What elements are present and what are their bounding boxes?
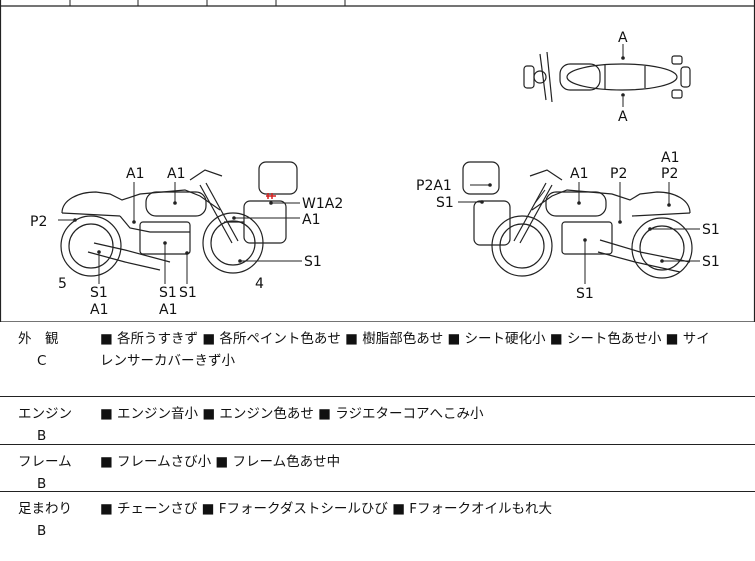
condition-text: ■ フレームさび小 ■ フレーム色あせ中 (100, 454, 341, 470)
condition-text: ■ エンジン音小 ■ エンジン色あせ ■ ラジエターコアへこみ小 (100, 406, 484, 422)
category-label: 外 観 (18, 331, 59, 347)
condition-row-engine: エンジン B ■ エンジン音小 ■ エンジン色あせ ■ ラジエターコアへこみ小 (0, 397, 755, 445)
label-left-engine2: S1 (179, 285, 197, 301)
condition-text: ■ チェーンさび ■ Fフォークダストシールひび ■ Fフォークオイルもれ大 (100, 501, 553, 517)
label-left-rear: P2 (30, 214, 47, 230)
grade-label: B (37, 476, 47, 492)
label-right-side: P2 (610, 166, 627, 182)
label-right-engine: S1 (576, 286, 594, 302)
label-left-muffler2: A1 (90, 302, 108, 318)
label-right-wheel: S1 (702, 254, 720, 270)
top-view-motorcycle (523, 51, 691, 103)
label-left-muffler: S1 (90, 285, 108, 301)
right-side-motorcycle (462, 161, 693, 279)
grade-label: B (37, 523, 47, 539)
label-left-tank: A1 (126, 166, 144, 182)
label-right-muffler: S1 (702, 222, 720, 238)
label-right-seat2: P2 (661, 166, 678, 182)
label-top-front: A (618, 30, 628, 46)
label-left-fork: A1 (302, 212, 320, 228)
condition-row-exterior: 外 観 C ■ 各所うすきず ■ 各所ペイント色あせ ■ 樹脂部色あせ ■ シー… (0, 322, 755, 397)
condition-row-chassis: 足まわり B ■ チェーンさび ■ Fフォークダストシールひび ■ Fフォークオ… (0, 492, 755, 561)
label-left-cowl: W1A2 (302, 196, 343, 212)
label-top-rear: A (618, 109, 628, 125)
condition-text-cont: レンサーカバーきず小 (100, 353, 235, 369)
label-right-seat: A1 (661, 150, 679, 166)
label-right-cowl: P2A1 (416, 178, 452, 194)
condition-row-frame: フレーム B ■ フレームさび小 ■ フレーム色あせ中 (0, 445, 755, 492)
category-label: フレーム (18, 454, 72, 470)
label-left-engine: S1 (159, 285, 177, 301)
damage-mark (266, 193, 276, 199)
grade-label: C (37, 353, 47, 369)
label-right-fork: S1 (436, 195, 454, 211)
category-label: 足まわり (18, 501, 72, 517)
condition-text: ■ 各所うすきず ■ 各所ペイント色あせ ■ 樹脂部色あせ ■ シート硬化小 ■… (100, 331, 710, 347)
grade-label: B (37, 428, 47, 444)
label-left-num5: 5 (58, 276, 67, 292)
damage-diagram: A A (0, 0, 755, 322)
label-left-tank2: A1 (167, 166, 185, 182)
category-label: エンジン (18, 406, 72, 422)
label-left-num4: 4 (255, 276, 264, 292)
label-left-wheel: S1 (304, 254, 322, 270)
label-left-engine3: A1 (159, 302, 177, 318)
left-side-motorcycle (60, 161, 298, 277)
label-right-tank: A1 (570, 166, 588, 182)
